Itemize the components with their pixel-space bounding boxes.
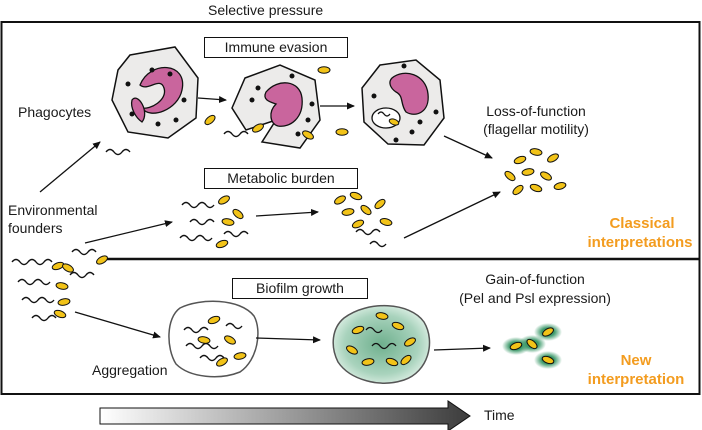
environmental-label: Environmental	[8, 202, 98, 218]
phagocyte-2	[223, 64, 321, 149]
founders-label: founders	[8, 220, 63, 236]
arrow-metabolic-1-2	[255, 208, 319, 217]
aggregate-2-biofilm	[332, 305, 431, 384]
arrow-to-loss	[443, 135, 493, 159]
time-label: Time	[484, 407, 515, 423]
outer-frame	[0, 21, 701, 395]
arrow-aggregate-2-to-gain	[433, 344, 491, 352]
immune-evasion-box: Immune evasion	[204, 37, 348, 58]
arrow-aggregate-1-2	[255, 336, 321, 344]
aggregate-1	[168, 300, 259, 378]
arrow-metabolic-to-loss	[403, 191, 501, 239]
metabolic-bacteria-2	[334, 191, 393, 248]
phagocytes-label: Phagocytes	[18, 104, 92, 120]
phagocyte-3	[361, 59, 445, 146]
phagocyte-1	[111, 46, 199, 139]
classical-interpretations-line1: Classical	[609, 215, 675, 232]
founder-bacteria-bodies	[51, 255, 108, 319]
arrow-to-phagocytes	[39, 141, 101, 193]
loss-of-function-title: Loss-of-function	[486, 103, 586, 119]
new-interpretation-line1: New	[620, 352, 652, 369]
arrow-to-metabolic	[84, 220, 173, 244]
new-interpretation-line2: interpretation	[587, 371, 685, 388]
founder-bacteria	[11, 248, 97, 322]
time-arrow	[99, 400, 471, 430]
aggregation-label: Aggregation	[92, 362, 168, 378]
metabolic-bacteria-1	[179, 195, 249, 249]
loss-of-function-detail: (flagellar motility)	[483, 121, 589, 137]
gain-of-function-title: Gain-of-function	[485, 271, 585, 287]
metabolic-burden-box: Metabolic burden	[204, 168, 358, 189]
gain-of-function-bacteria	[502, 323, 562, 369]
arrow-phagocyte-1-2	[197, 96, 227, 103]
free-bacteria	[204, 66, 349, 140]
arrow-to-aggregation	[74, 311, 161, 339]
classical-interpretations-line2: interpretations	[587, 234, 693, 251]
phagocyte-target-bacterium	[105, 148, 131, 156]
gain-of-function-detail: (Pel and Psl expression)	[459, 290, 611, 306]
biofilm-growth-box: Biofilm growth	[232, 278, 368, 299]
loss-of-function-bacteria	[504, 148, 567, 196]
diagram-title: Selective pressure	[208, 2, 324, 18]
